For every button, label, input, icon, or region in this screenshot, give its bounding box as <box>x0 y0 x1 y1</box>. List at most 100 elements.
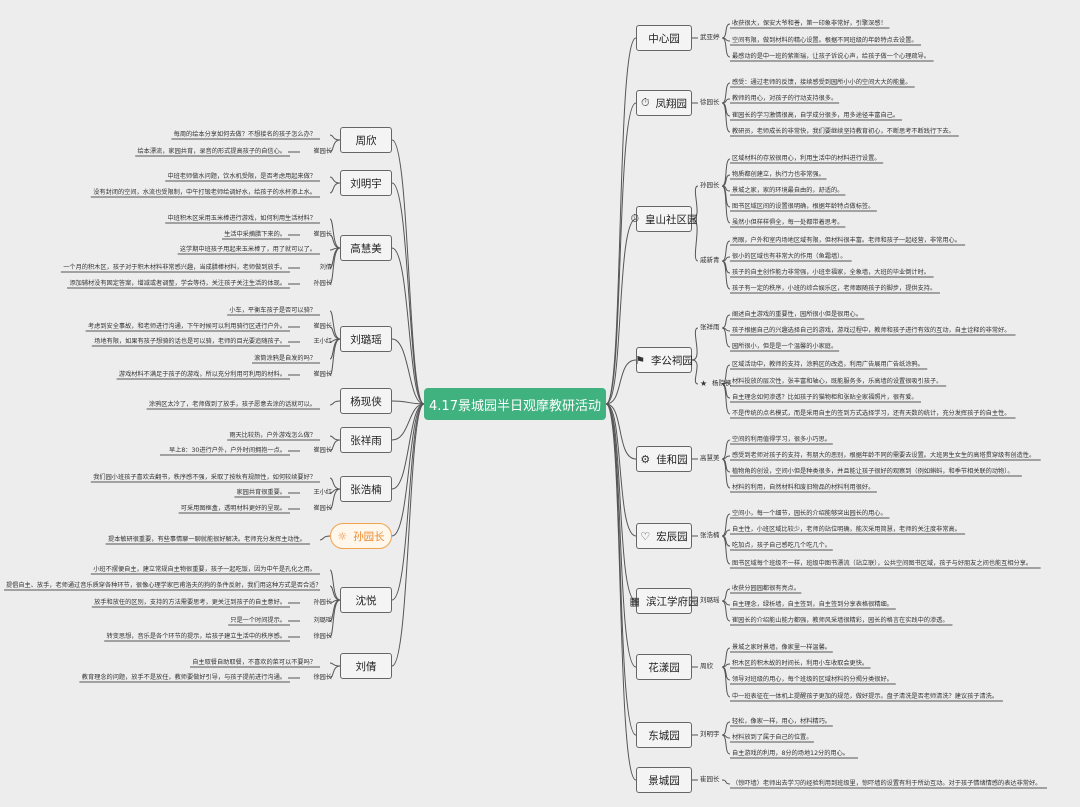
comment-text: 转变思想，音乐是各个环节的提示，给孩子建立生活中的秩序感。 <box>106 633 286 640</box>
comment-text: 每周的绘本分享如何去做？不想接名的孩子怎么办？ <box>173 131 316 138</box>
comment-text: 小班不摆便自主，建立常规自主物很重要，孩子一起吃饭，因为中午是孔化之用。 <box>93 566 316 573</box>
comment-text: 感受：通过老师的反馈，接续感受到园所小小的空间大大的能量。 <box>732 79 912 86</box>
branch-node-3[interactable]: ⚑李公祠园 <box>635 347 693 373</box>
author-label: 高慧美 <box>700 454 720 462</box>
comment-text: 雨天比较热，户外游戏怎么做？ <box>229 432 316 439</box>
comment-text: 材料放到了属于自己的位置。 <box>732 734 813 741</box>
branch-title: 张祥雨 <box>350 434 382 447</box>
author-label: 崔园长 <box>313 371 332 378</box>
author-label: 刘倩 <box>319 264 332 271</box>
branch-right-3 <box>605 359 637 405</box>
branch-node-left-7[interactable]: ☼孙园长 <box>330 523 392 549</box>
author-label: 徐园长 <box>700 98 720 106</box>
branch-title: 皇山社区园 <box>645 213 698 226</box>
branch-title: 宏辰园 <box>656 530 688 543</box>
branch-node-8[interactable]: 东城园 <box>636 722 692 748</box>
comment-text: 领导对班级的用心，每个班级的区域材料的分揭分类很好。 <box>732 676 893 683</box>
left-link-5-1 <box>329 439 341 452</box>
branch-title: 沈悦 <box>355 594 377 607</box>
branch-node-left-8[interactable]: 沈悦 <box>340 587 392 613</box>
left-link-0-0 <box>329 134 341 141</box>
branch-title: 刘倩 <box>355 660 377 673</box>
comment-text: 区域活动中，教师的支持，涂鸦区的改造，利用广告展用广告纸涂鸦。 <box>732 361 924 368</box>
author-label: 孙园长 <box>700 181 720 189</box>
comment-text: 图书区域区间的设置很明确，根据年龄特点做标签。 <box>732 203 875 210</box>
branch-title: 刘璐瑶 <box>350 333 382 346</box>
branch-node-left-3[interactable]: 刘璐瑶 <box>340 326 392 352</box>
item-link-4-0-1 <box>721 455 731 460</box>
branch-node-6[interactable]: ▦滨江学府园 <box>630 588 698 614</box>
comment-text: 孩子有一定的秩序，小班的综合娱乐区，老师跟随孩子的脚步，提供支持。 <box>732 285 937 292</box>
left-link-6-2 <box>329 488 341 510</box>
item-link-0-0-2 <box>721 37 731 58</box>
comment-text: 图书区域每个班级不一样，班级中图书漂流（站立联），公共空间图书区域，孩子与好朋友… <box>732 560 1033 567</box>
left-link-1-0 <box>329 176 341 184</box>
branch-node-left-9[interactable]: 刘倩 <box>340 653 392 679</box>
left-link-8-4 <box>329 599 341 638</box>
comment-text: 空间有限，做到材料的精心设置。根据不同班级的年龄特点去设置。 <box>732 37 918 44</box>
comment-text: 教育理念的问题，放手不是放任，教师要做好引导，与孩子提前进行沟通。 <box>81 674 286 681</box>
left-link-1-1 <box>329 182 341 194</box>
author-label: 崔园长 <box>313 447 332 454</box>
left-link-9-0 <box>329 662 341 667</box>
branch-right-4 <box>605 403 637 460</box>
branch-title: 高慧美 <box>350 242 382 255</box>
comment-text: 中班老师做水问题，饮水机受限，是否考虑用起来做？ <box>167 173 316 180</box>
comment-text: 一个月的积木区，孩子对于积木材料非常感兴趣，当成腊棒材料，老师做到放手。 <box>63 264 286 271</box>
branch-right-5 <box>605 403 637 537</box>
comment-text: 我们园小班孩子喜欢去翻书，秩序感不强，采取了按秋有规颜性，如何较续要好？ <box>93 474 316 481</box>
branch-node-1[interactable]: ⏱凤翔园 <box>636 90 692 116</box>
left-link-8-0 <box>329 569 341 601</box>
branch-node-9[interactable]: 景城园 <box>636 767 692 793</box>
link-right-2-1 <box>691 218 699 262</box>
comment-text: 涂鸦区太冷了，老师做到了放手，孩子愿意去涂的话就可以。 <box>148 401 316 408</box>
item-link-7-0-1 <box>721 663 731 668</box>
item-link-2-1-3 <box>721 260 731 290</box>
branch-right-6 <box>605 403 637 602</box>
branch-node-left-2[interactable]: 高慧美 <box>340 235 392 261</box>
branch-node-left-6[interactable]: 张浩楠 <box>340 476 392 502</box>
branch-right-2 <box>605 218 637 405</box>
left-link-3-0 <box>329 310 341 340</box>
branch-left-0 <box>391 139 425 405</box>
comment-text: 孩子的自主创作能力非常强，小班幸福家，全象墙，大班的毕业倒计时。 <box>732 269 930 276</box>
author-label: 崔园长 <box>313 505 332 512</box>
comment-text: 孩子根据自己的兴趣选择自己的游戏，游戏过程中，教师和孩子进行有效的互动，自主诠释… <box>732 327 1011 334</box>
comment-text: 阐述自主游戏的重要性，园所很小但是很用心。 <box>732 311 862 318</box>
item-link-1-0-0 <box>721 82 731 104</box>
branch-node-5[interactable]: ♡宏辰园 <box>636 523 692 549</box>
link-right-2-0 <box>691 185 699 220</box>
branch-right-8 <box>605 403 637 736</box>
branch-node-left-4[interactable]: 杨现侠 <box>340 388 392 414</box>
author-label: 徐园长 <box>313 633 332 640</box>
author-label: 武亚婷 <box>700 33 720 41</box>
branch-node-2[interactable]: ⏱ 皇山社区园 <box>630 206 698 232</box>
branch-node-left-1[interactable]: 刘明宇 <box>340 170 392 196</box>
branch-node-left-0[interactable]: 周欣 <box>340 127 392 153</box>
branch-title: 景城园 <box>648 774 680 787</box>
branch-node-left-5[interactable]: 张祥雨 <box>340 427 392 453</box>
item-link-3-1-3 <box>721 383 731 415</box>
comment-text: 自主理念，绿析墙，自主签到，自主签到分享表格很精细。 <box>732 601 893 608</box>
item-link-3-0-0 <box>721 314 731 329</box>
item-link-5-0-3 <box>721 535 731 565</box>
comment-text: 提倡自主、放手，老师通过音乐质穿各种环节，很像心理学家巴甫洛夫的狗的条件反射，我… <box>6 582 322 589</box>
item-link-9-0-0 <box>721 779 731 785</box>
item-link-8-0-0 <box>721 721 731 736</box>
branch-node-7[interactable]: 花漾园 <box>636 654 692 680</box>
comment-text: （惊吓墙）老师出去学习的经验利用到班级里，惊吓墙的设置有利于所幼互动。对于孩子情… <box>732 780 1042 787</box>
comment-text: 自主游戏的利用，8分的场地12分的用心。 <box>732 750 849 757</box>
branch-node-0[interactable]: 中心园 <box>636 25 692 51</box>
item-link-2-1-0 <box>721 240 731 262</box>
author-label: 刘璐瑶 <box>700 596 720 604</box>
branch-left-6 <box>391 403 425 490</box>
item-link-1-0-1 <box>721 98 731 104</box>
link-right-3-0 <box>691 327 699 361</box>
branch-node-4[interactable]: ⚙佳和园 <box>636 446 692 472</box>
author-label: 张祥雨 <box>700 323 720 331</box>
branch-right-9 <box>605 403 637 781</box>
root-topic[interactable]: 4.17景城园半日观摩教研活动 <box>424 388 606 420</box>
item-link-6-0-0 <box>721 588 731 602</box>
stopwatch-icon: ⏱ <box>630 212 640 225</box>
comment-text: 家园共育很重要。 <box>236 489 286 496</box>
